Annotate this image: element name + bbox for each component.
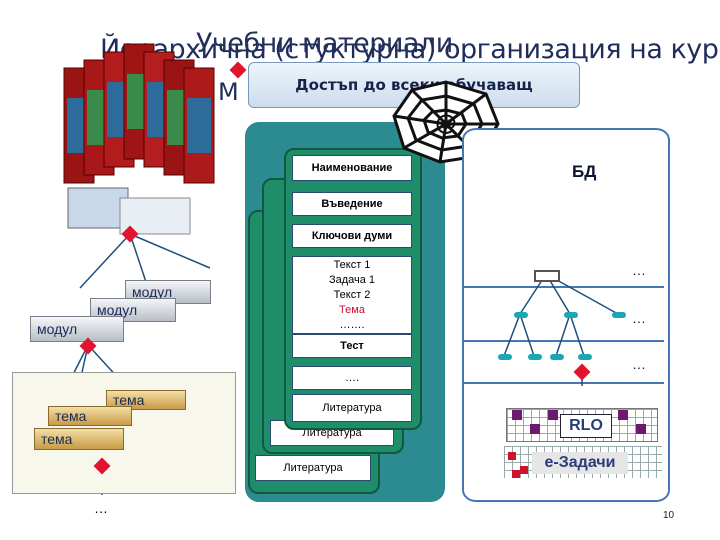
tasks-marker — [520, 466, 528, 474]
topic-box-2: тема — [48, 406, 132, 426]
db-ellipsis-2: … — [632, 310, 646, 326]
rlo-label-box: RLO — [560, 414, 612, 438]
back-card-2-literature: Литература — [255, 455, 371, 481]
card-content: Текст 1 Задача 1 Текст 2 Тема ……. — [292, 256, 412, 334]
rlo-marker — [512, 410, 522, 420]
db-node — [564, 312, 578, 318]
db-node — [528, 354, 542, 360]
db-ellipsis-3: … — [632, 356, 646, 372]
topic-label: тема — [113, 392, 145, 408]
module-label: модул — [97, 302, 138, 318]
db-divider-1 — [464, 286, 664, 288]
book-stack-illustration — [58, 38, 253, 238]
card-keywords: Ключови думи — [292, 224, 412, 248]
db-node — [498, 354, 512, 360]
content-line-topic: Тема — [339, 303, 365, 316]
rlo-label: RLO — [569, 417, 603, 434]
rlo-marker — [530, 424, 540, 434]
db-divider-3 — [464, 382, 664, 384]
hierarchy-ellipsis: … — [94, 500, 108, 516]
content-line: ……. — [339, 318, 365, 331]
card-header: Наименование — [292, 155, 412, 181]
tasks-marker — [508, 452, 516, 460]
db-node — [578, 354, 592, 360]
topic-box-1: тема — [34, 428, 124, 450]
db-node — [612, 312, 626, 318]
tasks-marker — [512, 470, 520, 478]
db-root-node — [534, 270, 560, 282]
card-more: …. — [292, 366, 412, 390]
content-line: Задача 1 — [328, 273, 376, 286]
content-line: Текст 1 — [333, 258, 371, 271]
db-tree-connectors — [503, 273, 619, 386]
rlo-marker — [548, 410, 558, 420]
db-node — [514, 312, 528, 318]
rlo-marker — [636, 424, 646, 434]
module-box-2: модул — [90, 298, 176, 322]
page-title-materials: Учебни материали — [196, 28, 453, 59]
books-icon — [63, 43, 215, 235]
page-title-line2: М — [218, 78, 239, 106]
card-test: Тест — [292, 334, 412, 358]
module-box-1: модул — [30, 316, 124, 342]
module-label: модул — [37, 321, 78, 337]
page-title-hierarchy: Йерархична (стуктурна) организация на ку… — [100, 34, 720, 65]
topic-label: тема — [55, 408, 87, 424]
tasks-label-box: е-Задачи — [532, 452, 628, 474]
db-ellipsis-1: … — [632, 262, 646, 278]
content-line: Текст 2 — [333, 288, 371, 301]
db-divider-2 — [464, 340, 664, 342]
page-number: 10 — [663, 510, 675, 521]
svg-text:@: @ — [435, 111, 457, 136]
topic-label: тема — [41, 431, 73, 447]
db-node — [550, 354, 564, 360]
topic-box-3: тема — [106, 390, 186, 410]
card-literature: Литература — [292, 394, 412, 422]
rlo-marker — [618, 410, 628, 420]
tasks-label: е-Задачи — [544, 454, 616, 471]
module-label: модул — [132, 284, 173, 300]
card-intro: Въведение — [292, 192, 412, 216]
database-label: БД — [572, 162, 597, 181]
